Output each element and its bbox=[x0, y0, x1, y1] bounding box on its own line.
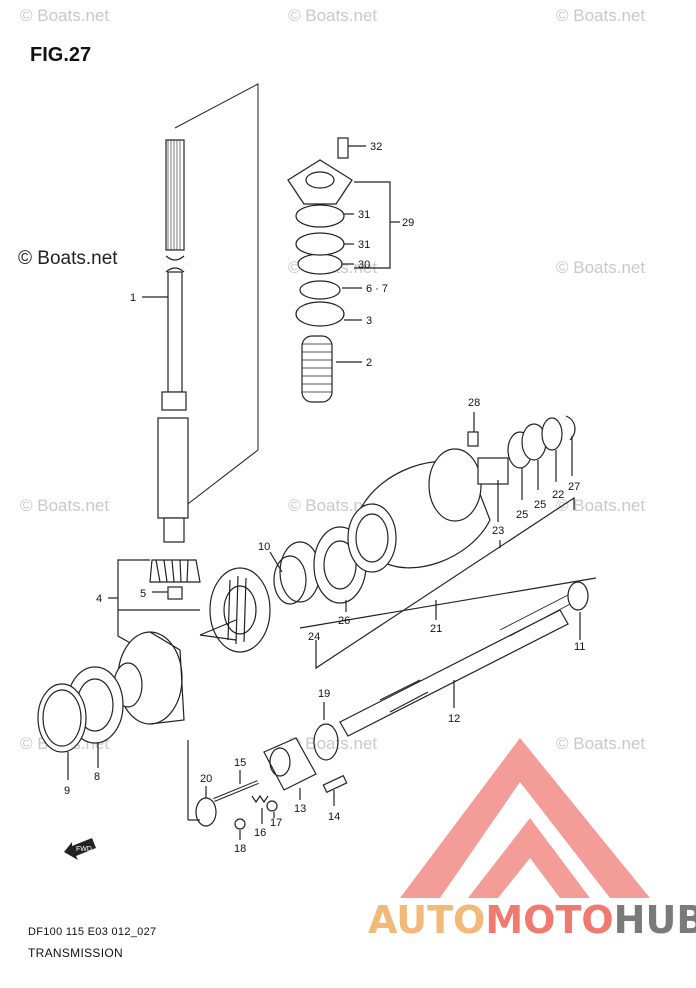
upper-bearing-stack bbox=[287, 137, 353, 403]
callout-13: 13 bbox=[294, 803, 306, 815]
callout-5: 5 bbox=[140, 588, 146, 600]
watermark: © Boats.net bbox=[556, 6, 646, 25]
pinion-gear bbox=[149, 559, 201, 583]
watermark: © Boats.net bbox=[20, 496, 110, 515]
callout-31: 31 bbox=[358, 239, 370, 251]
shim-part-9 bbox=[37, 683, 87, 753]
callout-6-7: 6 · 7 bbox=[366, 283, 388, 295]
clutch-dog-part-13 bbox=[263, 737, 317, 791]
callout-22: 22 bbox=[552, 489, 564, 501]
watermark: © Boats.net bbox=[556, 496, 646, 515]
callout-26: 26 bbox=[338, 615, 350, 627]
callout-24: 24 bbox=[308, 631, 320, 643]
callout-12: 12 bbox=[448, 713, 460, 725]
watermark: © Boats.net bbox=[288, 496, 378, 515]
forward-direction-icon: FWD bbox=[64, 838, 96, 860]
callout-20: 20 bbox=[200, 773, 212, 785]
figure-title: FIG.27 bbox=[30, 44, 92, 66]
diagram-code: DF100 115 E03 012_027 bbox=[28, 926, 157, 938]
callout-25: 25 bbox=[534, 499, 546, 511]
automotohub-logo-icon bbox=[400, 738, 650, 898]
diagram-name: TRANSMISSION bbox=[28, 946, 123, 960]
driveshaft-part-1 bbox=[157, 139, 189, 543]
callout-11: 11 bbox=[574, 641, 585, 653]
watermark: © Boats.net bbox=[20, 6, 110, 25]
propeller-shaft-part-12 bbox=[339, 593, 575, 737]
callout-23: 23 bbox=[492, 525, 504, 537]
callout-8: 8 bbox=[94, 771, 100, 783]
fwd-label: FWD bbox=[76, 846, 92, 853]
callout-14: 14 bbox=[328, 811, 340, 823]
callout-28: 28 bbox=[468, 397, 480, 409]
callout-15: 15 bbox=[234, 757, 246, 769]
callout-1: 1 bbox=[130, 292, 136, 304]
callout-10: 10 bbox=[258, 541, 270, 553]
nut-part-5 bbox=[167, 586, 183, 600]
callout-16: 16 bbox=[254, 827, 266, 839]
brand-part-hub: HUB bbox=[613, 898, 696, 942]
watermark: © Boats.net bbox=[556, 734, 646, 753]
watermark: © Boats.net bbox=[556, 258, 646, 277]
callout-25: 25 bbox=[516, 509, 528, 521]
forward-gear bbox=[113, 631, 185, 725]
brand-wordmark: AUTOMOTOHUB bbox=[368, 898, 696, 942]
watermark: © Boats.net bbox=[288, 734, 378, 753]
callout-27: 27 bbox=[568, 481, 580, 493]
brand-part-auto: AUTO bbox=[368, 898, 486, 942]
callout-2: 2 bbox=[366, 357, 372, 369]
callout-29: 29 bbox=[402, 217, 414, 229]
callout-21: 21 bbox=[430, 623, 442, 635]
spring-part-19 bbox=[313, 723, 339, 761]
callout-32: 32 bbox=[370, 141, 382, 153]
callout-17: 17 bbox=[270, 817, 282, 829]
callout-3: 3 bbox=[366, 315, 372, 327]
copyright-notice: © Boats.net bbox=[18, 248, 118, 269]
callout-4: 4 bbox=[96, 593, 102, 605]
reverse-gear bbox=[209, 567, 271, 653]
callout-30: 30 bbox=[358, 259, 370, 271]
housing-part-21 bbox=[347, 448, 491, 573]
watermark: © Boats.net bbox=[288, 6, 378, 25]
callout-18: 18 bbox=[234, 843, 246, 855]
callout-31: 31 bbox=[358, 209, 370, 221]
brand-part-moto: MOTO bbox=[485, 898, 614, 942]
callout-9: 9 bbox=[64, 785, 70, 797]
callout-19: 19 bbox=[318, 688, 330, 700]
needle-bearing-23 bbox=[477, 457, 509, 485]
